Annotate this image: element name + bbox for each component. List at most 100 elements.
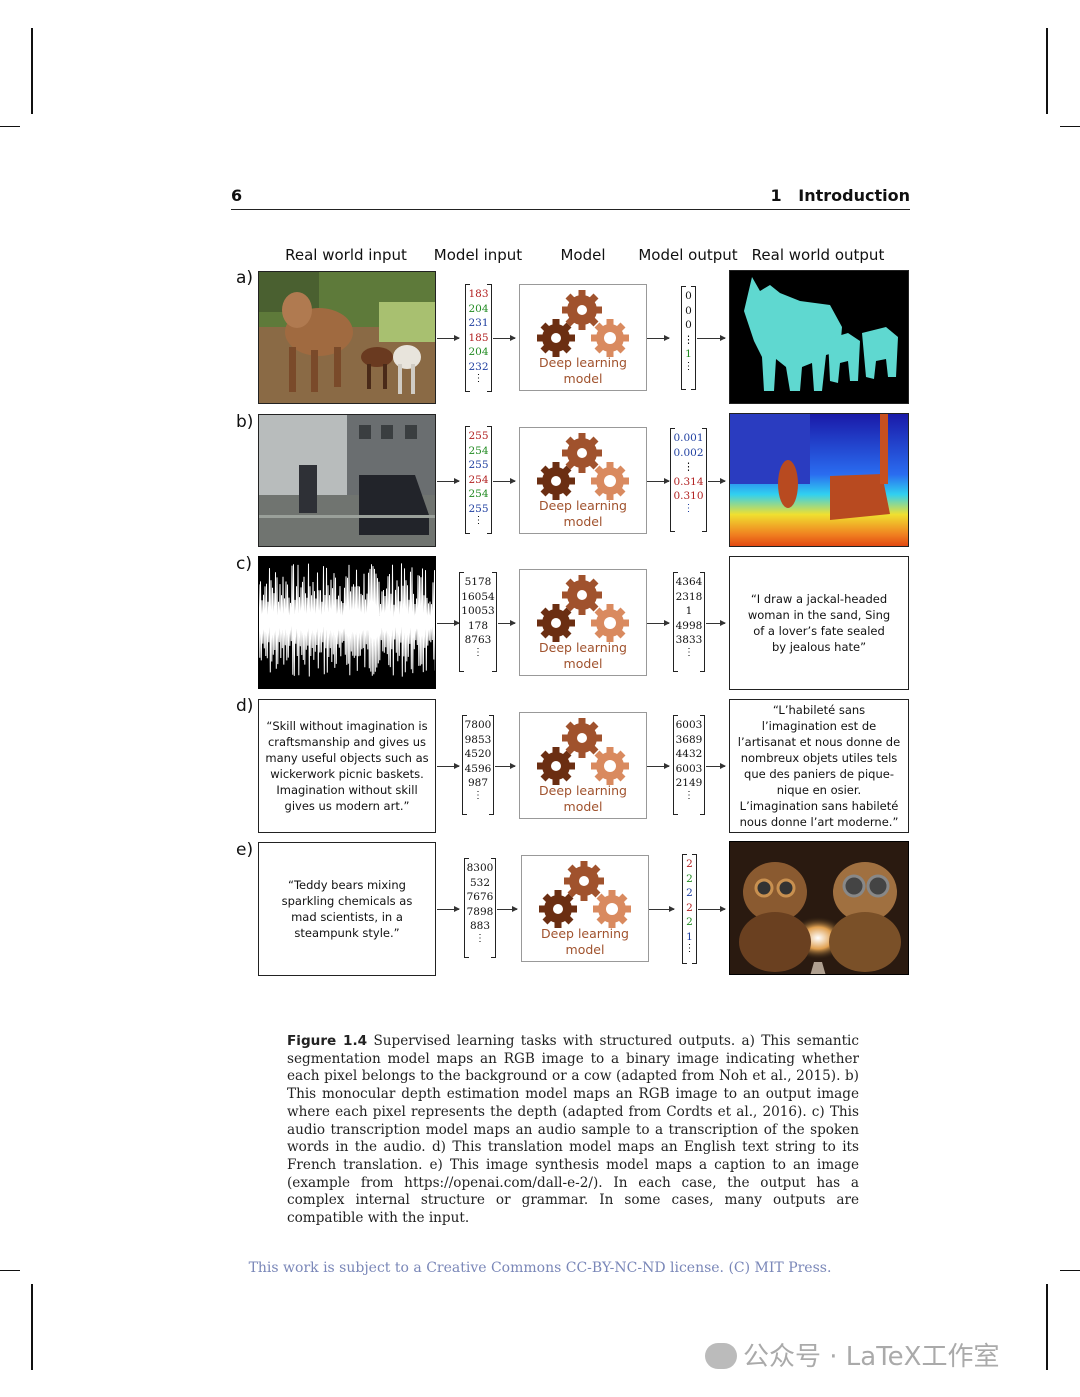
vec-value: 204 <box>468 302 489 315</box>
arrow <box>706 620 726 626</box>
arrow <box>706 763 726 769</box>
input-vector-b: 255 254 255 254 254 255 ⋮ <box>465 426 492 534</box>
teddy-bears-image <box>729 841 909 975</box>
arrow <box>647 763 670 769</box>
output-vector-a: 0 0 0 ⋮ 1 ⋮ <box>681 286 696 390</box>
depth-output <box>729 413 909 547</box>
vec-value: 0 <box>685 290 692 302</box>
vec-value: 255 <box>468 459 489 471</box>
vec-value: 2 <box>686 858 693 870</box>
vec-value: 2318 <box>675 590 703 603</box>
vec-value: 2149 <box>675 777 703 789</box>
col-real-world-output: Real world output <box>751 246 885 264</box>
model-label: Deep learning <box>539 498 627 513</box>
vec-value: 10053 <box>461 605 495 617</box>
output-vector-e: 2 2 2 2 2 1 ⋮ <box>682 854 697 964</box>
vec-value: 7676 <box>466 891 494 903</box>
input-vector-d: 7800 9853 4520 4596 987 ⋮ <box>462 715 494 815</box>
model-label: Deep learning <box>539 355 627 370</box>
vec-value: 532 <box>469 876 491 889</box>
row-label-b: b) <box>236 412 254 432</box>
arrow <box>698 906 726 912</box>
transcription-output: “I draw a jackal-headed woman in the san… <box>729 556 909 690</box>
vec-value: 3689 <box>675 733 703 746</box>
arrow <box>708 478 726 484</box>
cow-photo <box>258 271 436 404</box>
license-footer: This work is subject to a Creative Commo… <box>248 1260 832 1276</box>
gears-icon <box>537 433 629 500</box>
vec-value: 2 <box>686 901 693 914</box>
vec-value: 4364 <box>675 576 703 588</box>
vec-value: 178 <box>467 619 489 632</box>
col-model-output: Model output <box>638 246 738 264</box>
vec-value: 8763 <box>464 634 492 646</box>
vec-value: 6003 <box>675 719 703 731</box>
french-text-output: “L’habileté sans l’imagination est de l’… <box>729 699 909 833</box>
vec-value: 183 <box>468 288 489 300</box>
model-label: Deep learning <box>539 640 627 655</box>
arrow <box>497 906 518 912</box>
vec-value: 2 <box>686 872 693 885</box>
output-vector-d: 6003 3689 4432 6003 2149 ⋮ <box>673 715 705 815</box>
model-label: model <box>563 799 603 814</box>
model-label: model <box>565 942 605 957</box>
wechat-icon <box>705 1343 737 1369</box>
vec-value: ⋮ <box>683 333 694 346</box>
vec-value: 254 <box>468 473 489 486</box>
vec-value: 185 <box>468 331 489 344</box>
output-vector-c: 4364 2318 1 4998 3833 ⋮ <box>673 572 705 672</box>
vec-value: 0.002 <box>673 446 704 459</box>
vec-value: 254 <box>468 488 489 500</box>
vec-value: 254 <box>468 444 489 457</box>
caption-text-input: “Teddy bears mixing sparkling chemicals … <box>258 842 436 976</box>
vec-value: 0 <box>685 319 692 331</box>
watermark: 公众号 · LaTeX工作室 <box>705 1336 999 1373</box>
arrow <box>437 478 460 484</box>
row-label-e: e) <box>236 840 254 860</box>
figure-caption: Figure 1.4 Supervised learning tasks wit… <box>287 1033 859 1228</box>
waveform-trace <box>259 563 435 677</box>
vec-value: 2 <box>686 887 693 899</box>
output-vector-b: 0.001 0.002 ⋮ 0.314 0.310 ⋮ <box>670 428 707 532</box>
input-vector-a: 183 204 231 185 204 232 ⋮ <box>465 284 492 392</box>
vec-value: 1 <box>685 348 692 360</box>
vec-value: 7800 <box>464 719 492 731</box>
vec-value: 8300 <box>466 862 494 874</box>
vec-value: 16054 <box>461 590 495 603</box>
model-label: model <box>563 371 603 386</box>
model-label: Deep learning <box>539 783 627 798</box>
model-label: model <box>563 656 603 671</box>
page-number: 6 <box>231 186 243 205</box>
vec-value: 255 <box>468 502 489 515</box>
vec-value: 3833 <box>675 634 703 646</box>
vec-value: 4998 <box>675 619 703 632</box>
vec-value: 4520 <box>464 748 492 760</box>
vec-value: 255 <box>468 430 489 442</box>
row-label-d: d) <box>236 696 254 716</box>
vec-value: 7898 <box>466 905 494 918</box>
vec-value: ⋮ <box>683 461 694 473</box>
model-label: model <box>563 514 603 529</box>
vec-value: 1 <box>686 930 693 943</box>
arrow <box>498 620 516 626</box>
chapter-title: 1 Introduction <box>770 186 910 205</box>
arrow <box>495 763 516 769</box>
vec-value: 0.314 <box>673 475 704 488</box>
segmentation-output <box>729 270 909 404</box>
vec-value: 231 <box>468 317 489 329</box>
gears-icon <box>537 718 629 785</box>
model-label: Deep learning <box>541 926 629 941</box>
watermark-text: 公众号 · LaTeX工作室 <box>743 1342 1000 1372</box>
street-photo <box>258 414 436 547</box>
vec-value: 4432 <box>675 748 703 760</box>
arrow <box>647 620 670 626</box>
row-label-a: a) <box>236 268 254 288</box>
gears-icon <box>537 575 629 642</box>
english-text-input: “Skill without imagination is craftsmans… <box>258 699 436 833</box>
vec-value: 2 <box>686 916 693 928</box>
